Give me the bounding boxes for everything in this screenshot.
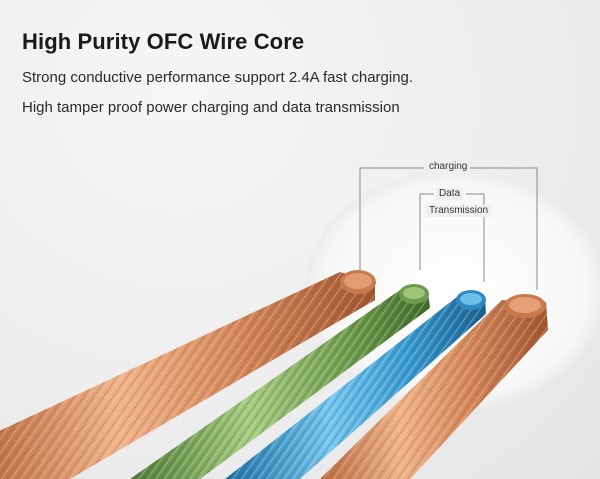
green-wire bbox=[130, 284, 430, 479]
callout-charging: charging bbox=[426, 161, 471, 173]
copper-wire-right bbox=[320, 294, 548, 479]
blue-wire bbox=[225, 290, 486, 479]
feature-line-charging: Strong conductive performance support 2.… bbox=[22, 69, 414, 86]
callout-data: Data bbox=[436, 188, 464, 200]
page-title: High Purity OFC Wire Core bbox=[22, 29, 305, 54]
feature-line-data: High tamper proof power charging and dat… bbox=[22, 99, 400, 116]
callout-lines bbox=[359, 167, 538, 290]
copper-wire-left bbox=[0, 270, 376, 479]
callout-transmission: Transmission bbox=[426, 205, 492, 217]
